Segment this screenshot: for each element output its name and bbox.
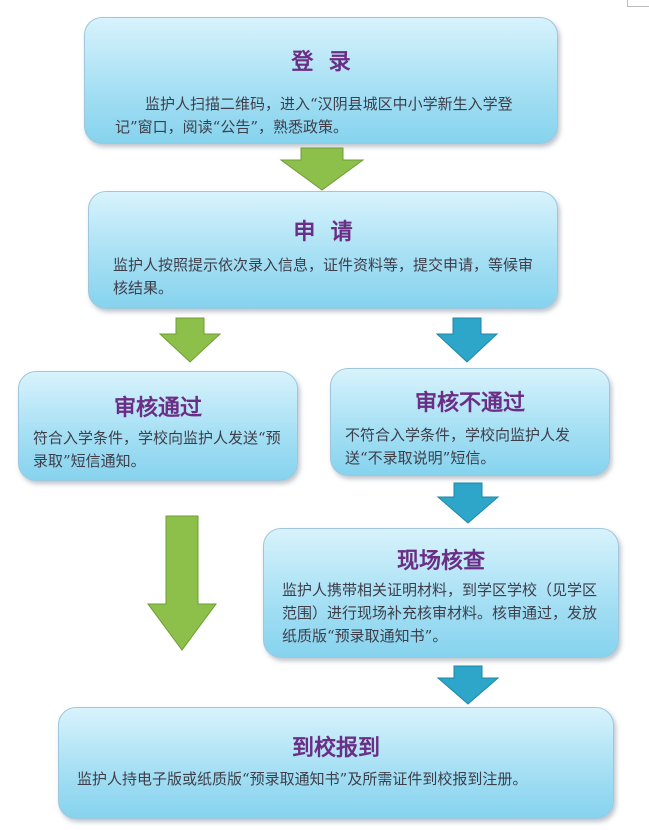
- corner-mark: [627, 0, 649, 7]
- arrow-down-icon: [147, 515, 217, 651]
- step-pass-title: 审核通过: [113, 396, 202, 421]
- step-apply-title: 申 请: [293, 220, 353, 245]
- step-login-desc: 监护人扫描二维码，进入“汉阴县城区中小学新生入学登记”窗口，阅读“公告”，熟悉政…: [115, 95, 513, 136]
- step-report-box: 到校报到 监护人持电子版或纸质版“预录取通知书”及所需证件到校报到注册。: [58, 707, 614, 819]
- arrow-down-icon: [158, 317, 222, 363]
- step-fail-desc: 不符合入学条件，学校向监护人发送“不录取说明”短信。: [345, 426, 571, 467]
- step-report-desc: 监护人持电子版或纸质版“预录取通知书”及所需证件到校报到注册。: [77, 770, 528, 788]
- step-check-box: 现场核查 监护人携带相关证明材料，到学区学校（见学区范围）进行现场补充核审材料。…: [263, 528, 619, 658]
- step-apply-box: 申 请 监护人按照提示依次录入信息，证件资料等，提交申请，等候审核结果。: [88, 191, 558, 309]
- arrow-down-icon: [279, 147, 365, 191]
- step-login-title: 登 录: [291, 50, 351, 75]
- step-check-title: 现场核查: [396, 549, 485, 574]
- arrow-down-icon: [436, 482, 500, 524]
- step-fail-box: 审核不通过 不符合入学条件，学校向监护人发送“不录取说明”短信。: [330, 368, 610, 476]
- arrow-down-icon: [436, 665, 500, 705]
- step-check-desc: 监护人携带相关证明材料，到学区学校（见学区范围）进行现场补充核审材料。核审通过，…: [282, 581, 598, 645]
- arrow-down-icon: [435, 317, 499, 363]
- step-pass-desc: 符合入学条件，学校向监护人发送“预录取”短信通知。: [33, 429, 281, 470]
- step-login-box: 登 录 监护人扫描二维码，进入“汉阴县城区中小学新生入学登记”窗口，阅读“公告”…: [84, 17, 558, 144]
- step-report-title: 到校报到: [291, 736, 380, 761]
- step-apply-desc: 监护人按照提示依次录入信息，证件资料等，提交申请，等候审核结果。: [113, 256, 534, 297]
- step-pass-box: 审核通过 符合入学条件，学校向监护人发送“预录取”短信通知。: [18, 371, 298, 481]
- step-fail-title: 审核不通过: [414, 391, 525, 416]
